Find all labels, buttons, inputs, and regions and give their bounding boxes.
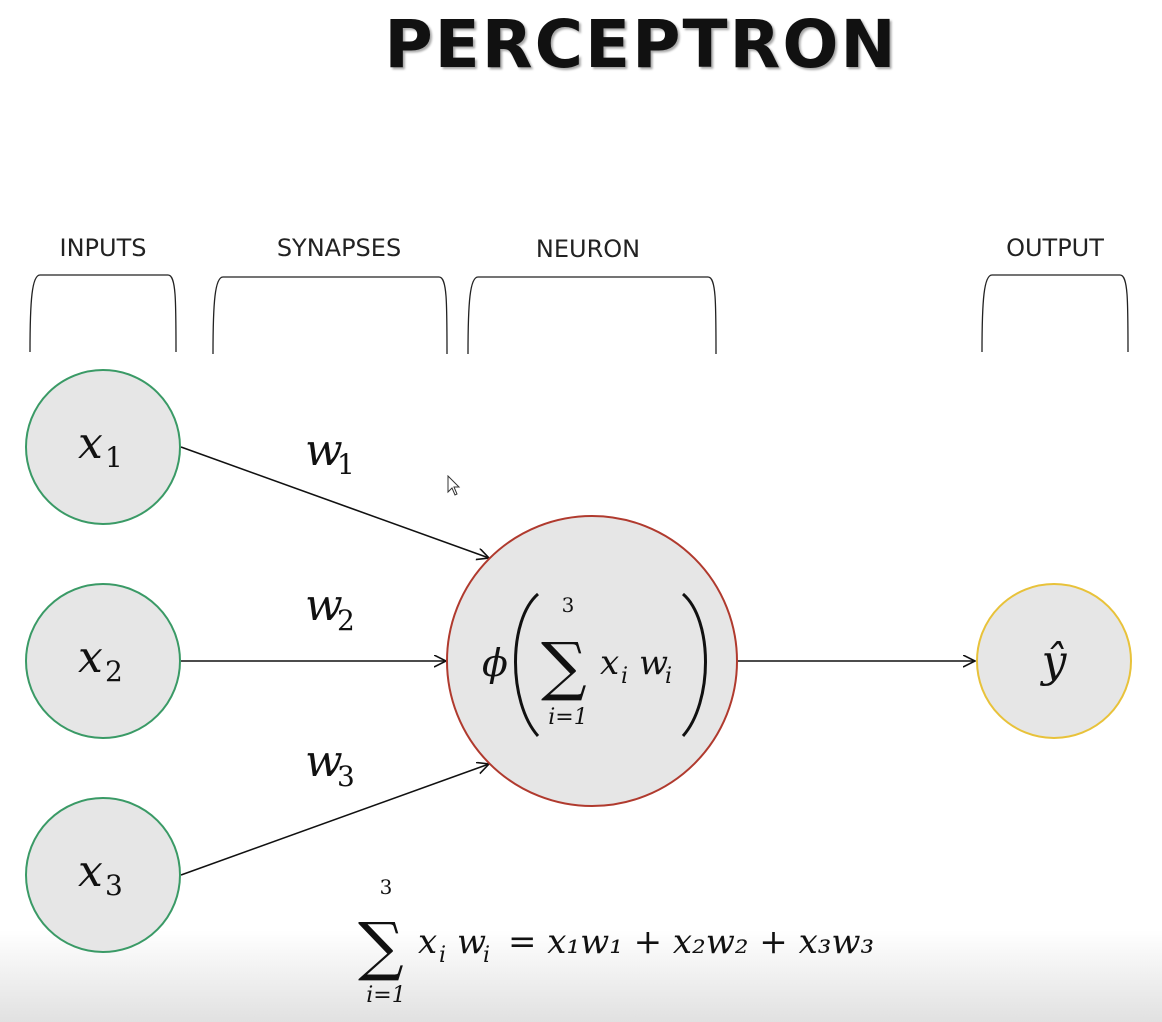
- input-1-sub: 1: [105, 441, 123, 474]
- phi-symbol: ϕ: [482, 641, 508, 685]
- weight-2-sub: 2: [337, 604, 355, 637]
- mouse-cursor-icon: [447, 475, 461, 496]
- formula-rhs: = x₁w₁ + x₂w₂ + x₃w₃: [508, 922, 874, 962]
- neuron-node: ϕ 3 ∑ i=1 x i w i: [446, 515, 738, 807]
- label-synapses: SYNAPSES: [276, 234, 402, 262]
- bracket-neuron: [467, 276, 717, 355]
- weight-1-var: w: [305, 425, 343, 476]
- label-output: OUTPUT: [1006, 234, 1104, 262]
- input-node-3: x 3: [25, 797, 181, 953]
- input-2-var: x: [78, 632, 103, 683]
- weight-label-1: w 1: [305, 425, 355, 481]
- page-title: PERCEPTRON: [384, 6, 898, 83]
- weight-label-2: w 2: [305, 580, 355, 637]
- output-node: ŷ: [976, 583, 1132, 739]
- formula-upper-limit: 3: [380, 875, 393, 899]
- formula-term-w-sub: i: [483, 943, 490, 968]
- input-1-var: x: [78, 418, 103, 469]
- term-w: w: [639, 643, 668, 683]
- bracket-synapses: [212, 276, 448, 355]
- synapse-arrow-1: [180, 446, 489, 558]
- input-node-2: x 2: [25, 583, 181, 739]
- label-inputs: INPUTS: [59, 234, 147, 262]
- formula-term-x-sub: i: [439, 943, 446, 968]
- weight-3-sub: 3: [337, 760, 355, 793]
- term-x-sub: i: [621, 664, 628, 689]
- bracket-output: [981, 274, 1129, 353]
- weighted-sum-formula: 3 ∑ i=1 x i w i = x₁w₁ + x₂w₂ + x₃w₃: [358, 875, 874, 1008]
- weight-2-var: w: [305, 580, 343, 631]
- synapse-arrow-3: [180, 764, 489, 876]
- weight-3-var: w: [305, 736, 343, 787]
- formula-term-x: x: [418, 922, 437, 962]
- formula-term-w: w: [457, 922, 486, 962]
- weight-1-sub: 1: [337, 448, 355, 481]
- output-symbol: ŷ: [1040, 636, 1068, 687]
- left-paren: [514, 592, 540, 737]
- weight-label-3: w 3: [305, 736, 355, 793]
- sum-symbol: ∑: [541, 630, 587, 704]
- input-3-sub: 3: [105, 869, 123, 902]
- bracket-inputs: [29, 274, 177, 353]
- bottom-shade: [0, 930, 1162, 1022]
- sum-upper-limit: 3: [562, 593, 575, 617]
- sum-lower-limit: i=1: [548, 705, 587, 730]
- term-w-sub: i: [665, 664, 672, 689]
- right-paren: [681, 592, 707, 737]
- input-2-sub: 2: [105, 655, 123, 688]
- input-node-1: x 1: [25, 369, 181, 525]
- label-neuron: NEURON: [535, 235, 641, 263]
- term-x: x: [600, 643, 619, 683]
- input-3-var: x: [78, 846, 103, 897]
- formula-sum-symbol: ∑: [358, 910, 404, 984]
- formula-lower-limit: i=1: [366, 983, 405, 1008]
